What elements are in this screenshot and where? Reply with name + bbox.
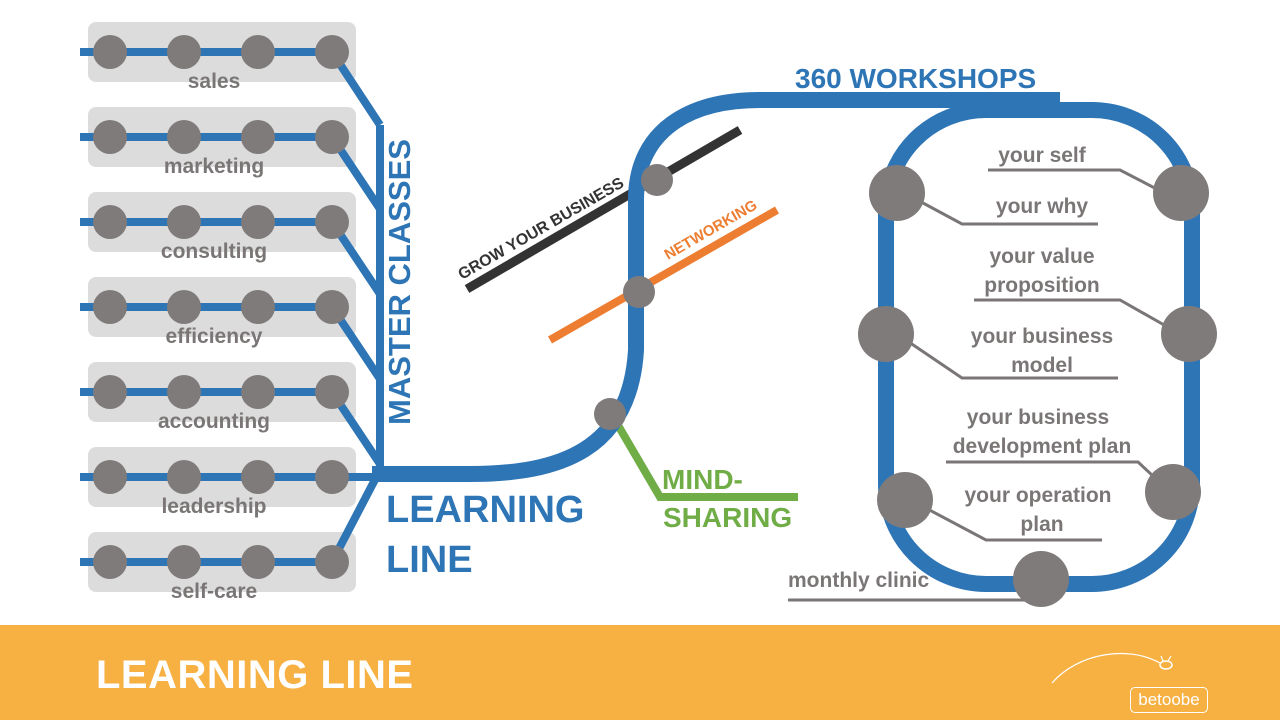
master-classes-label: MASTER CLASSES [382, 139, 417, 425]
leader-your-business-model [899, 334, 1118, 380]
track-station-self-care-3 [241, 545, 275, 579]
track-station-sales-3 [241, 35, 275, 69]
track-station-self-care-1 [93, 545, 127, 579]
track-label-efficiency: efficiency [166, 325, 263, 348]
track-station-leadership-3 [241, 460, 275, 494]
track-station-self-care-4 [315, 545, 349, 579]
station-your-why [869, 165, 925, 221]
track-station-sales-2 [167, 35, 201, 69]
track-label-marketing: marketing [164, 155, 264, 178]
learning-line-label-2: LINE [386, 539, 473, 581]
bee-swoosh-icon [1051, 652, 1173, 684]
track-station-leadership-2 [167, 460, 201, 494]
label-your-business-development-plan-1: your business [967, 406, 1109, 429]
track-station-self-care-2 [167, 545, 201, 579]
track-station-marketing-2 [167, 120, 201, 154]
mind-sharing-label-2: SHARING [663, 502, 792, 533]
track-label-consulting: consulting [161, 240, 267, 263]
station-your-value-proposition [1161, 306, 1217, 362]
track-station-accounting-4 [315, 375, 349, 409]
track-station-leadership-1 [93, 460, 127, 494]
track-station-efficiency-3 [241, 290, 275, 324]
track-label-leadership: leadership [161, 495, 266, 518]
label-your-business-development-plan-2: development plan [953, 435, 1132, 458]
networking-line [548, 206, 779, 344]
grow-your-business-station [641, 164, 673, 196]
track-labels: sales marketing consulting efficiency accoun… [158, 70, 270, 603]
station-your-business-development-plan [1145, 464, 1201, 520]
track-station-efficiency-1 [93, 290, 127, 324]
mind-sharing-label-1: MIND- [662, 464, 743, 495]
track-station-marketing-1 [93, 120, 127, 154]
grow-your-business-label: GROW YOUR BUSINESS [456, 174, 628, 283]
learning-line-diagram: sales marketing consulting efficiency accoun… [80, 22, 1217, 607]
track-lines [80, 35, 384, 579]
label-your-self: your self [998, 144, 1087, 167]
learning-line-route [372, 92, 1060, 482]
track-station-accounting-3 [241, 375, 275, 409]
label-your-business-model-2: model [1011, 354, 1073, 377]
label-your-operation-plan-1: your operation [964, 484, 1111, 507]
leader-your-self [988, 168, 1171, 198]
track-station-efficiency-2 [167, 290, 201, 324]
station-your-business-model [858, 306, 914, 362]
track-label-self-care: self-care [171, 580, 257, 603]
grow-your-business-line [464, 126, 743, 293]
track-station-consulting-2 [167, 205, 201, 239]
learning-line-label-1: LEARNING [386, 489, 584, 531]
track-station-marketing-4 [315, 120, 349, 154]
label-your-business-model-1: your business [971, 325, 1113, 348]
label-your-why: your why [996, 195, 1089, 218]
station-your-self [1153, 165, 1209, 221]
track-label-accounting: accounting [158, 410, 270, 433]
footer-bar: LEARNING LINE betoobe [0, 625, 1280, 720]
track-station-leadership-4 [315, 460, 349, 494]
track-label-sales: sales [188, 70, 241, 93]
track-station-efficiency-4 [315, 290, 349, 324]
station-your-operation-plan [877, 472, 933, 528]
leader-your-why [909, 194, 1098, 226]
footer-title: LEARNING LINE [96, 653, 414, 697]
logo-text: betoobe [1138, 690, 1200, 709]
label-your-value-proposition-2: proposition [984, 274, 1099, 297]
label-your-operation-plan-2: plan [1020, 513, 1063, 536]
track-station-sales-1 [93, 35, 127, 69]
track-station-accounting-2 [167, 375, 201, 409]
workshop-station-labels: your self your why your value propositio… [953, 144, 1132, 536]
leader-your-value-proposition [974, 298, 1181, 336]
track-station-consulting-4 [315, 205, 349, 239]
station-monthly-clinic [1013, 551, 1069, 607]
logo-box: betoobe [1130, 687, 1208, 713]
track-station-consulting-1 [93, 205, 127, 239]
mind-sharing-line [608, 412, 798, 501]
track-connector-self-care [328, 468, 384, 564]
track-station-marketing-3 [241, 120, 275, 154]
track-station-consulting-3 [241, 205, 275, 239]
label-your-value-proposition-1: your value [989, 245, 1094, 268]
mind-sharing-station [594, 398, 626, 430]
label-monthly-clinic: monthly clinic [788, 569, 930, 592]
networking-station [623, 276, 655, 308]
track-station-sales-4 [315, 35, 349, 69]
leader-your-operation-plan [904, 495, 1102, 542]
betoobe-logo: betoobe [1048, 635, 1218, 715]
workshops-title: 360 WORKSHOPS [795, 63, 1036, 94]
track-station-accounting-1 [93, 375, 127, 409]
